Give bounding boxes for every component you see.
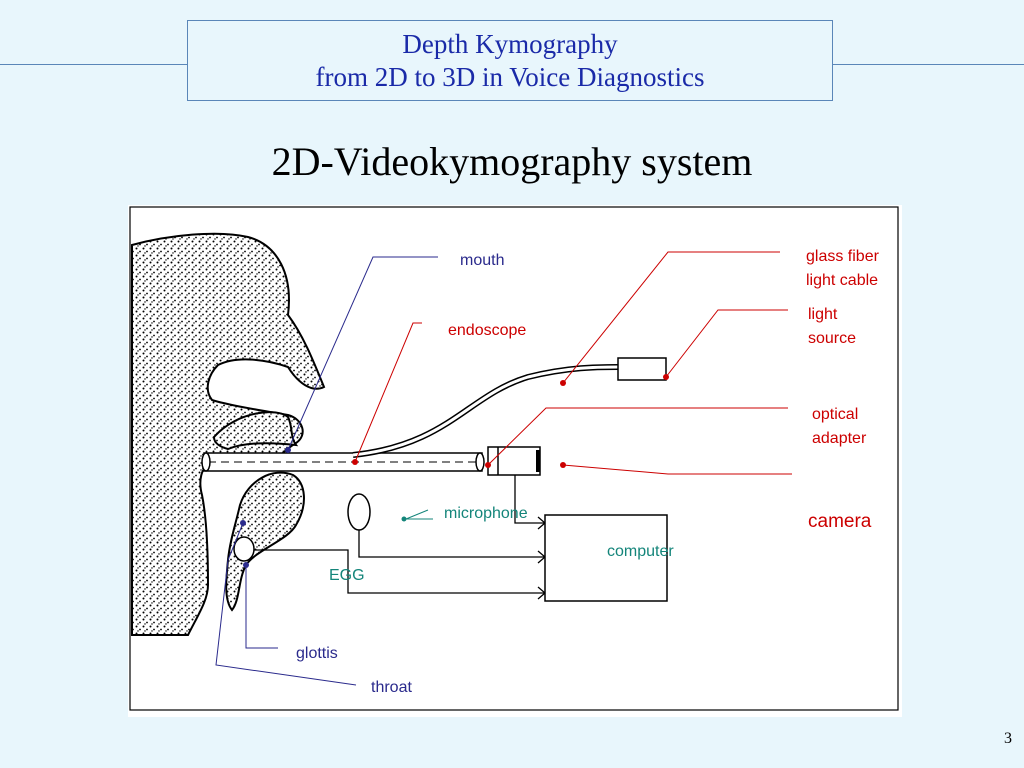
- light-source-box: [617, 357, 667, 381]
- computer-box: [544, 514, 668, 602]
- label-light-source-line-2: source: [808, 330, 857, 347]
- tongue: [212, 411, 299, 451]
- label-throat: throat: [371, 679, 412, 696]
- optical-adapter-camera: [487, 446, 541, 476]
- egg-electrode: [233, 536, 255, 562]
- label-glass-fiber-line-2: light cable: [806, 272, 879, 289]
- videokymography-diagram: mouth endoscope microphone EGG computer …: [128, 205, 902, 717]
- label-light-source: light source: [808, 303, 856, 351]
- label-egg: EGG: [329, 567, 365, 584]
- label-optical-adapter-line-1: optical: [812, 406, 859, 423]
- diagram-drawing: [129, 206, 899, 711]
- anatomy-callout-dots: [240, 447, 291, 568]
- label-glass-fiber-line-1: glass fiber: [806, 248, 879, 265]
- label-light-source-line-1: light: [808, 306, 838, 323]
- label-mouth: mouth: [460, 252, 505, 269]
- slide-title-box: Depth Kymography from 2D to 3D in Voice …: [187, 20, 833, 101]
- label-computer: computer: [607, 543, 674, 560]
- slide-subtitle: 2D-Videokymography system: [271, 139, 753, 184]
- label-camera: camera: [808, 511, 872, 532]
- title-line-1: Depth Kymography: [402, 29, 618, 59]
- label-glottis: glottis: [296, 645, 338, 662]
- header-rule-right: [833, 64, 1024, 65]
- endoscope-tube: [201, 452, 485, 472]
- header-rule-left: [0, 64, 187, 65]
- label-endoscope: endoscope: [448, 322, 527, 339]
- title-line-2: from 2D to 3D in Voice Diagnostics: [315, 62, 705, 92]
- microphone-callout-dot: [401, 516, 407, 522]
- label-optical-adapter-line-2: adapter: [812, 430, 867, 447]
- label-microphone: microphone: [444, 505, 528, 522]
- label-glass-fiber: glass fiber light cable: [806, 245, 879, 293]
- hardware-callout-lines: [354, 251, 792, 475]
- page-number: 3: [1004, 730, 1012, 747]
- anatomy-callout-lines: [215, 256, 438, 686]
- hardware-callout-dots: [352, 374, 669, 468]
- label-optical-adapter: optical adapter: [812, 403, 866, 451]
- microphone-shape: [347, 493, 371, 531]
